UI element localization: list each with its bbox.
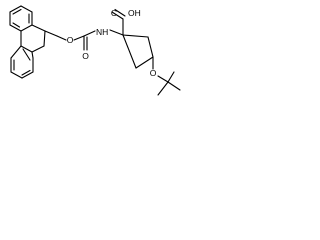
bond (83, 30, 96, 37)
bond (167, 81, 181, 91)
bond (122, 34, 137, 69)
bond (12, 8, 22, 15)
fmoc-amino-acid-structure: C OH NH O O O (9, 5, 181, 96)
bond (31, 24, 46, 32)
bond (157, 81, 169, 96)
bond (44, 30, 58, 37)
bond (20, 5, 33, 13)
bond (73, 35, 85, 41)
bond (10, 71, 23, 79)
carbonyl-oxygen-label: O (82, 51, 89, 61)
bond (56, 35, 67, 41)
bond (111, 11, 124, 20)
amide-nh-label: NH (96, 27, 108, 37)
tert-butoxy-group (152, 56, 181, 96)
fluorene-ring-system (9, 5, 46, 79)
bond (31, 51, 34, 59)
carboxyl-carbon-label: C (111, 8, 117, 18)
bond (20, 45, 33, 53)
carboxyl-oh-label: OH (128, 8, 141, 18)
carbamate-linker (44, 30, 96, 51)
bond (147, 36, 154, 58)
bond (21, 69, 31, 76)
bond (157, 75, 169, 83)
bond (21, 71, 34, 79)
ether-oxygen-label: O (150, 68, 157, 78)
bond (10, 45, 22, 59)
bond (9, 5, 22, 13)
bond (9, 24, 22, 32)
carboxylic-acid-group (111, 8, 126, 36)
bond (167, 71, 175, 83)
bond (122, 34, 149, 38)
bond (43, 30, 46, 47)
bond (135, 56, 154, 69)
cyclopentane-ring (109, 29, 154, 69)
bond (109, 29, 124, 36)
carbamate-oxygen-label: O (67, 35, 74, 45)
bond (22, 48, 31, 61)
bond (114, 8, 126, 17)
bond (31, 45, 45, 53)
bond (12, 22, 21, 28)
bond (20, 24, 33, 32)
